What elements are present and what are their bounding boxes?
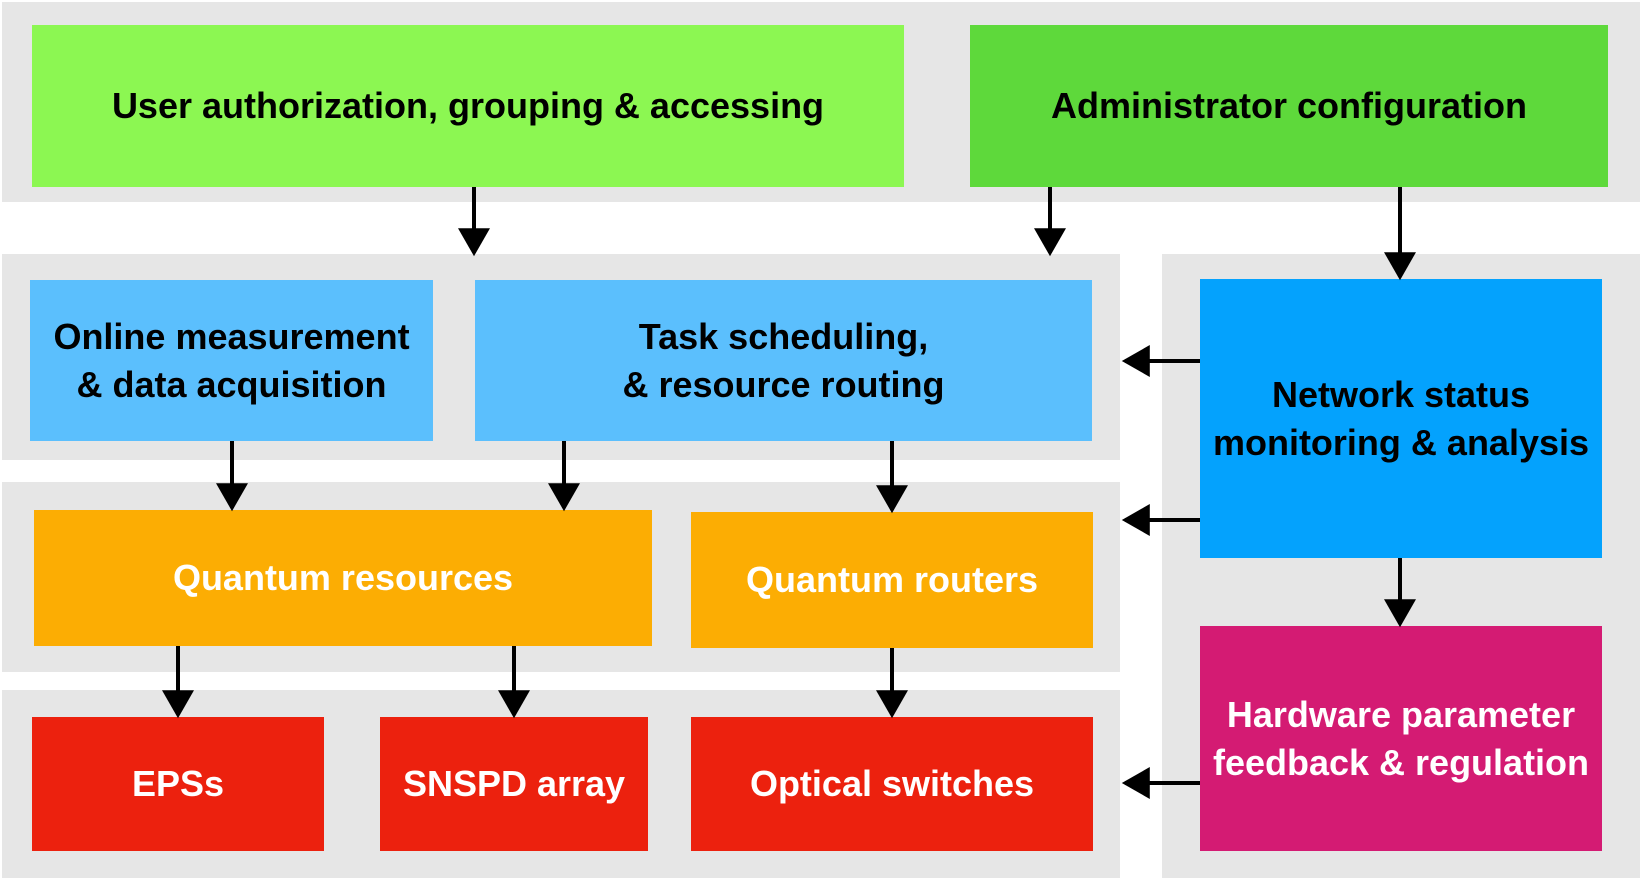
online-measurement-box: Online measurement & data acquisition: [30, 280, 433, 441]
task-scheduling-box: Task scheduling, & resource routing: [475, 280, 1092, 441]
network-status-box: Network status monitoring & analysis: [1200, 279, 1602, 558]
snspd-array-box: SNSPD array: [380, 717, 648, 851]
administrator-configuration-box: Administrator configuration: [970, 25, 1608, 187]
quantum-routers-box: Quantum routers: [691, 512, 1093, 648]
optical-switches-box: Optical switches: [691, 717, 1093, 851]
hardware-feedback-box: Hardware parameter feedback & regulation: [1200, 626, 1602, 851]
user-authorization-box: User authorization, grouping & accessing: [32, 25, 904, 187]
eps-box: EPSs: [32, 717, 324, 851]
quantum-resources-box: Quantum resources: [34, 510, 652, 646]
